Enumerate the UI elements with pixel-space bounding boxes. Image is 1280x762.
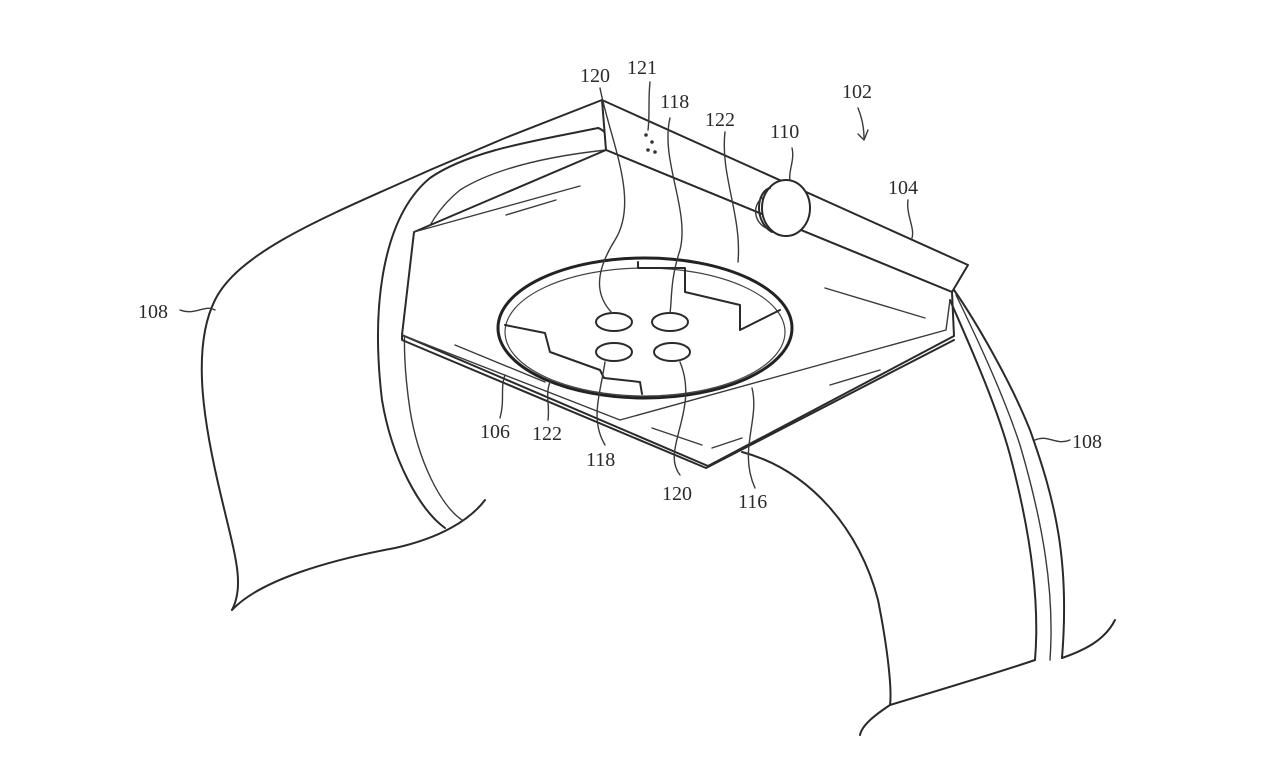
electrode-bottom-left bbox=[595, 342, 633, 362]
label-116: 116 bbox=[738, 491, 767, 513]
right-band-inner-edge bbox=[949, 299, 1038, 661]
leader-102 bbox=[857, 107, 865, 139]
label-104: 104 bbox=[888, 177, 918, 199]
label-102: 102 bbox=[842, 81, 872, 103]
leader-118-bottom bbox=[596, 361, 606, 446]
rear-face-highlight-6 bbox=[711, 437, 743, 449]
right-band-inner-edge-2 bbox=[955, 294, 1052, 661]
reference-numerals: 120 121 118 122 110 102 104 108 108 106 … bbox=[138, 57, 1102, 513]
label-120-bottom: 120 bbox=[662, 483, 692, 505]
leader-122-top bbox=[723, 131, 740, 263]
right-band-front-edge bbox=[741, 451, 892, 736]
rear-face-highlight-2 bbox=[824, 287, 926, 319]
right-band-lower-curve bbox=[1061, 619, 1116, 659]
label-108-right: 108 bbox=[1072, 431, 1102, 453]
leader-lines bbox=[179, 81, 1071, 489]
leader-106 bbox=[499, 374, 506, 419]
rear-face-lower-edge bbox=[401, 334, 955, 469]
rear-face-highlight-4 bbox=[454, 344, 546, 383]
label-120-top: 120 bbox=[580, 65, 610, 87]
rear-face-chamfer bbox=[401, 185, 951, 421]
leader-102-arrow bbox=[857, 129, 869, 141]
leader-108-left bbox=[179, 307, 216, 313]
label-118-bottom: 118 bbox=[586, 449, 615, 471]
right-band bbox=[741, 289, 1116, 736]
electrode-top-left bbox=[595, 312, 633, 332]
label-108-left: 108 bbox=[138, 301, 168, 323]
leader-118-top bbox=[667, 117, 683, 314]
label-118-top: 118 bbox=[660, 91, 689, 113]
left-band-lower-curve bbox=[231, 499, 486, 611]
left-band bbox=[200, 99, 611, 611]
right-band-bottom-curve bbox=[889, 659, 1036, 706]
leader-110 bbox=[788, 147, 794, 181]
sensor-window bbox=[496, 256, 794, 400]
leader-104 bbox=[907, 199, 914, 239]
label-110: 110 bbox=[770, 121, 799, 143]
crown bbox=[755, 179, 811, 237]
leader-122-bottom bbox=[546, 381, 551, 421]
crown-cap bbox=[761, 179, 811, 237]
leader-121 bbox=[647, 81, 651, 131]
crown-detail bbox=[755, 197, 767, 229]
crown-stem bbox=[758, 187, 773, 233]
sensor-window-outer bbox=[496, 256, 794, 400]
electrode-bottom-right bbox=[653, 342, 691, 362]
leader-120-top bbox=[598, 87, 626, 314]
label-122-bottom: 122 bbox=[532, 423, 562, 445]
label-121: 121 bbox=[627, 57, 657, 79]
rear-face-highlight-1 bbox=[505, 199, 557, 216]
left-band-outer-edge bbox=[200, 99, 603, 611]
port-holes bbox=[644, 133, 657, 154]
left-band-inner-edge bbox=[377, 127, 599, 529]
label-122-top: 122 bbox=[705, 109, 735, 131]
sensor-window-divider bbox=[504, 261, 781, 395]
leader-108-right bbox=[1034, 437, 1071, 443]
label-106: 106 bbox=[480, 421, 510, 443]
leader-120-bottom bbox=[673, 361, 687, 476]
rear-face-highlight-3 bbox=[829, 369, 881, 386]
right-band-outer-edge bbox=[953, 289, 1066, 659]
leader-116 bbox=[747, 387, 756, 489]
